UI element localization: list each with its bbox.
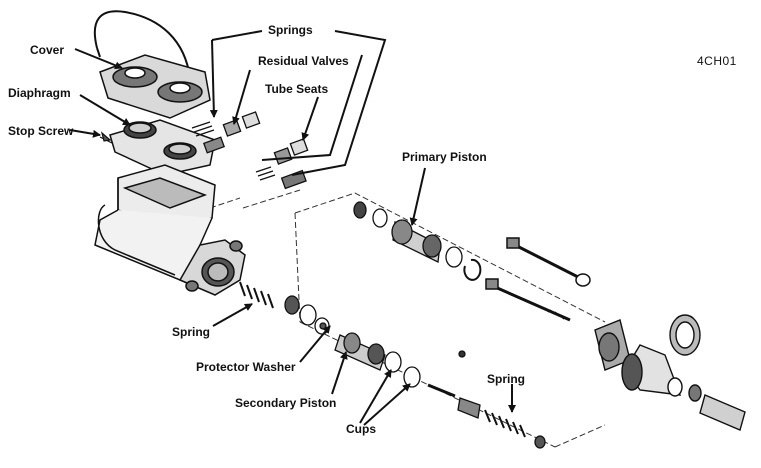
lower-right-parts [427, 383, 546, 449]
label-protector-washer: Protector Washer [196, 360, 296, 374]
label-springs: Springs [268, 23, 313, 37]
label-residual-valves: Residual Valves [258, 54, 349, 68]
label-spring-right: Spring [487, 372, 525, 386]
label-secondary-piston: Secondary Piston [235, 396, 337, 410]
figure-code: 4CH01 [697, 54, 737, 68]
label-tube-seats: Tube Seats [265, 82, 329, 96]
springs-leader-lines [211, 30, 387, 176]
bolts-part [485, 237, 591, 322]
upper-springs-valves-seats [191, 111, 309, 190]
secondary-piston-group [239, 281, 466, 388]
label-primary-piston: Primary Piston [402, 150, 487, 164]
label-cups: Cups [346, 422, 376, 436]
label-stop-screw: Stop Screw [8, 124, 74, 138]
primary-piston-group [353, 201, 482, 281]
label-cover: Cover [30, 43, 65, 57]
boot-and-pushrod-group [594, 314, 746, 431]
label-spring-left: Spring [172, 325, 210, 339]
cylinder-body-part [94, 164, 246, 296]
leader-lines [69, 39, 516, 426]
wire-bail [93, 10, 191, 79]
label-diaphragm: Diaphragm [8, 86, 71, 100]
diaphragm-part [109, 119, 216, 176]
stop-screw-part [99, 131, 113, 144]
cover-part [99, 54, 211, 119]
